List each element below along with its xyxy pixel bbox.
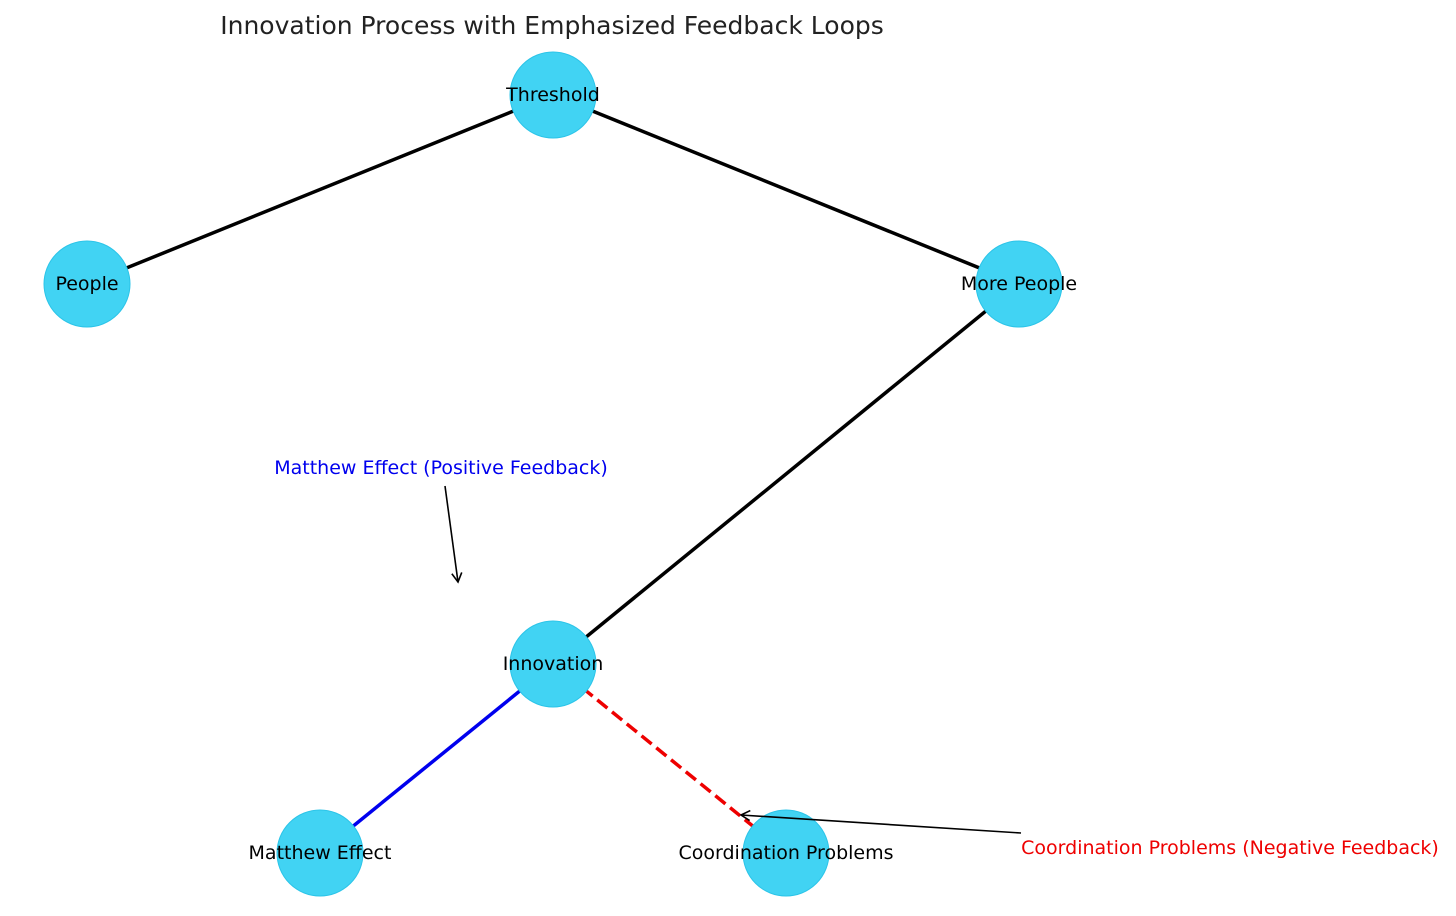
annotations-layer: Matthew Effect (Positive Feedback) Coord… bbox=[274, 457, 1439, 859]
node-coordination-problems-circle bbox=[742, 809, 830, 897]
node-innovation-circle bbox=[509, 620, 597, 708]
node-threshold-circle bbox=[509, 51, 597, 139]
edge-innovation-coordination-problems bbox=[551, 662, 788, 855]
node-more-people-circle bbox=[975, 240, 1063, 328]
node-threshold: Threshold bbox=[505, 51, 600, 139]
nodes-layer: Threshold People More People Innovation … bbox=[43, 51, 1077, 897]
edge-innovation-matthew-effect bbox=[318, 662, 555, 855]
negative-feedback-arrow bbox=[739, 809, 1022, 834]
node-matthew-effect-circle bbox=[276, 809, 364, 897]
node-matthew-effect: Matthew Effect bbox=[249, 809, 392, 897]
node-people-circle bbox=[43, 240, 131, 328]
node-people: People bbox=[43, 240, 131, 328]
node-coordination-problems: Coordination Problems bbox=[678, 809, 894, 897]
positive-feedback-annotation: Matthew Effect (Positive Feedback) bbox=[274, 457, 608, 479]
node-innovation: Innovation bbox=[503, 620, 604, 708]
edge-people-threshold bbox=[86, 93, 554, 286]
node-more-people: More People bbox=[961, 240, 1077, 328]
node-more-people-label: More People bbox=[961, 273, 1077, 295]
node-people-label: People bbox=[55, 273, 118, 295]
node-coordination-problems-label: Coordination Problems bbox=[678, 842, 893, 864]
edge-threshold-more-people bbox=[552, 93, 1020, 286]
node-innovation-label: Innovation bbox=[503, 653, 604, 675]
node-matthew-effect-label: Matthew Effect bbox=[249, 842, 392, 864]
diagram-title: Innovation Process with Emphasized Feedb… bbox=[220, 11, 884, 40]
edge-more-people-innovation bbox=[551, 282, 1021, 666]
node-threshold-label: Threshold bbox=[505, 84, 600, 106]
edges-layer bbox=[86, 93, 1021, 855]
positive-feedback-arrow bbox=[444, 485, 463, 584]
negative-feedback-annotation: Coordination Problems (Negative Feedback… bbox=[1021, 837, 1439, 859]
